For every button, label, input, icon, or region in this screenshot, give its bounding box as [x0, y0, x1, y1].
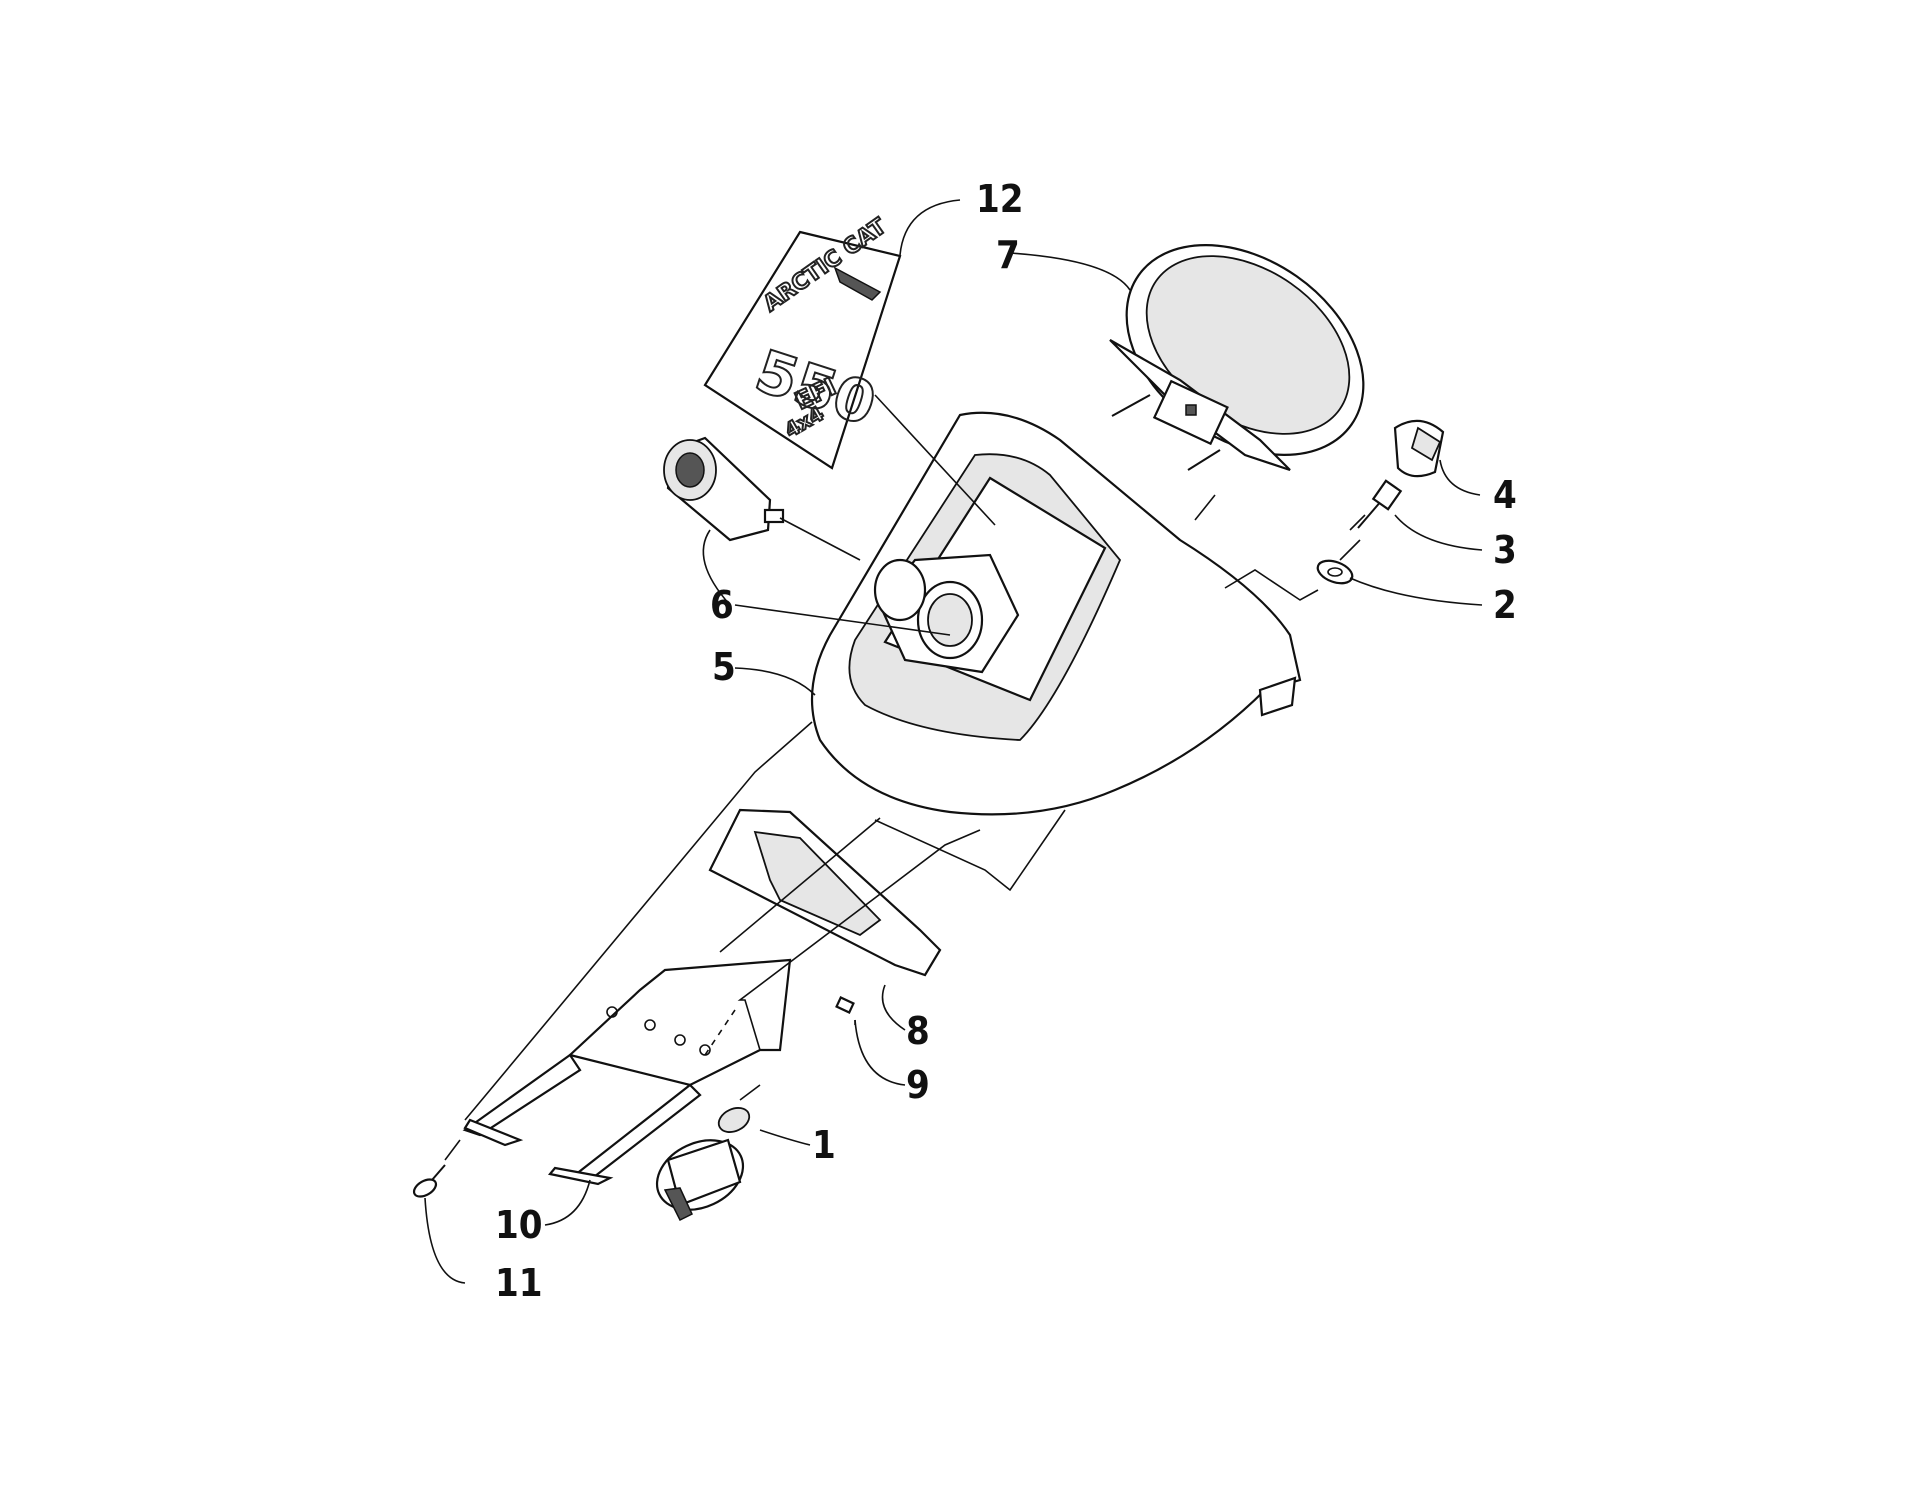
callout-10: 10: [495, 1203, 543, 1247]
callout-connectors: [424, 199, 1483, 1284]
switch-part-1: [655, 1107, 751, 1222]
trim-bezel-part-8: [708, 808, 942, 977]
callout-2: 2: [1493, 583, 1517, 627]
mounting-bracket-part-10: [462, 958, 792, 1186]
callout-1: 1: [812, 1123, 836, 1167]
callout-6: 6: [710, 583, 734, 627]
power-outlet-part-6: [663, 436, 785, 542]
speedometer-part-7: [1109, 244, 1365, 472]
switch-cover-part-4: [1393, 419, 1445, 478]
clip-part-9: [835, 996, 855, 1014]
cat-logo-icon: [833, 266, 882, 301]
decal-part-12: ARCTIC CAT 550 EFI 4x4: [703, 213, 902, 470]
callout-3: 3: [1493, 528, 1517, 572]
callout-5: 5: [712, 645, 736, 689]
key-part-3: [1357, 479, 1403, 529]
callout-labels: 12 7 4 3 2 6 5 8 9 1 10 11: [495, 177, 1517, 1305]
callout-11: 11: [495, 1261, 543, 1305]
rivet-part-11: [412, 1164, 446, 1198]
nut-part-2: [1316, 559, 1354, 585]
callout-12: 12: [976, 177, 1024, 221]
instrument-housing-part-5: [810, 411, 1302, 816]
leader-lines: [444, 394, 1366, 1161]
callout-9: 9: [906, 1063, 930, 1107]
callout-4: 4: [1493, 473, 1517, 517]
callout-7: 7: [996, 233, 1020, 277]
callout-8: 8: [906, 1009, 930, 1053]
